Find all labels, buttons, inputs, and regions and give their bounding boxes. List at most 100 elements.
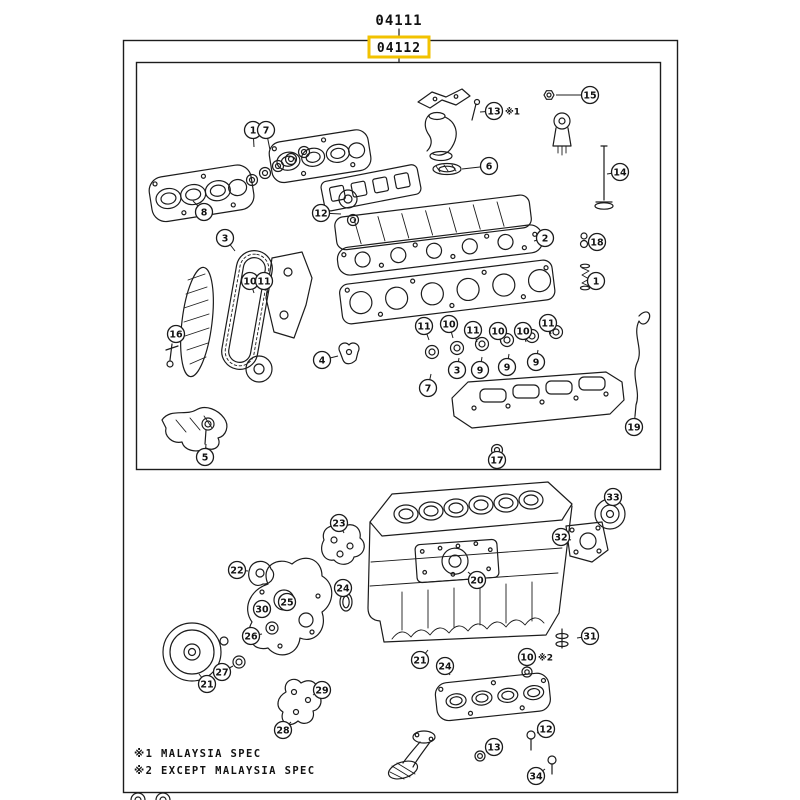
callout-11[interactable]: 11 [463, 320, 483, 343]
svg-text:11: 11 [417, 321, 430, 332]
svg-text:10: 10 [442, 319, 456, 330]
timing-chain-drawing [221, 250, 313, 383]
callout-10[interactable]: 10 [439, 314, 459, 339]
svg-text:7: 7 [263, 125, 270, 136]
callout-27[interactable]: 27 [212, 662, 234, 682]
callout-12[interactable]: 12 [536, 719, 556, 739]
callout-33[interactable]: 33 [603, 487, 623, 507]
highlight-box[interactable] [367, 35, 431, 59]
callout-31[interactable]: 31 [576, 626, 600, 646]
part-number-highlight-label[interactable]: 04112 [377, 41, 421, 56]
svg-text:10: 10 [516, 326, 530, 337]
oil-pump-gasket-drawing [277, 678, 322, 725]
svg-text:30: 30 [255, 604, 269, 615]
callout-23[interactable]: 23 [329, 513, 349, 534]
callout-28[interactable]: 28 [273, 720, 293, 740]
callout-18[interactable]: 18 [587, 232, 607, 252]
svg-text:19: 19 [627, 422, 640, 433]
svg-text:10: 10 [520, 652, 534, 663]
svg-text:10: 10 [491, 326, 505, 337]
callout-32[interactable]: 32 [551, 527, 572, 547]
callout-34[interactable]: 34 [526, 766, 546, 786]
svg-text:29: 29 [315, 685, 328, 696]
valve-cover-gasket-drawing [336, 224, 544, 276]
svg-text:21: 21 [200, 679, 213, 690]
manifold-gasket-2-drawing [268, 129, 372, 184]
svg-text:7: 7 [425, 383, 432, 394]
callout-15[interactable]: 15 [556, 85, 600, 105]
callout-2[interactable]: 2 [533, 228, 555, 248]
svg-text:26: 26 [244, 631, 258, 642]
callout-10[interactable]: 10 [488, 321, 508, 344]
clamp-drawing [338, 342, 360, 365]
round-gasket-drawing [248, 560, 275, 586]
callout-19[interactable]: 19 [624, 415, 644, 437]
svg-text:※2: ※2 [538, 653, 553, 664]
exhaust-gasket-lower-drawing [434, 672, 551, 722]
callout-21[interactable]: 21 [197, 673, 217, 694]
upper-diagram [148, 88, 651, 457]
lower-callouts-layer: 23333222253024262721282920212410※2311213… [197, 487, 623, 786]
lower-diagram [130, 481, 626, 800]
callout-11[interactable]: 11 [414, 316, 434, 341]
callout-8[interactable]: 8 [192, 200, 214, 222]
svg-text:11: 11 [541, 318, 554, 329]
callout-13[interactable]: 13※1 [479, 101, 520, 121]
svg-text:31: 31 [583, 631, 596, 642]
callout-1[interactable]: 1 [586, 271, 606, 291]
callout-3[interactable]: 3 [447, 357, 467, 380]
callout-21[interactable]: 21 [410, 649, 430, 670]
svg-text:33: 33 [606, 492, 619, 503]
callout-24[interactable]: 24 [333, 578, 353, 598]
svg-text:27: 27 [215, 667, 228, 678]
callout-12[interactable]: 12 [311, 203, 342, 223]
svg-text:13: 13 [487, 106, 500, 117]
callout-22[interactable]: 22 [227, 560, 249, 580]
callout-3[interactable]: 3 [215, 228, 236, 252]
callout-9[interactable]: 9 [526, 349, 546, 372]
valve-stem-seal-stack-drawing [245, 145, 311, 187]
callout-13[interactable]: 13 [484, 737, 504, 757]
callout-11[interactable]: 11 [254, 271, 274, 294]
svg-text:3: 3 [454, 365, 461, 376]
washer-bolt-parts-drawing [474, 628, 569, 775]
svg-text:22: 22 [230, 565, 243, 576]
svg-text:23: 23 [332, 518, 345, 529]
callout-16[interactable]: 16 [166, 324, 186, 344]
callout-24[interactable]: 24 [435, 656, 455, 676]
callout-25[interactable]: 25 [277, 592, 297, 612]
cutoff-parts-drawing [130, 792, 171, 800]
valve-keepers-spring-drawing [579, 232, 591, 291]
svg-text:24: 24 [438, 661, 452, 672]
sensor-and-nut-drawing [543, 90, 572, 156]
callout-9[interactable]: 9 [497, 353, 517, 377]
valve-cover-drawing [334, 189, 532, 251]
callout-10[interactable]: 10 [513, 321, 533, 343]
callout-5[interactable]: 5 [195, 443, 215, 467]
part-number-top[interactable]: 04111 [375, 13, 422, 29]
callout-14[interactable]: 14 [606, 162, 630, 182]
callout-29[interactable]: 29 [312, 680, 332, 700]
callout-10[interactable]: 10 ※2 [517, 647, 554, 668]
callout-7[interactable]: 7 [256, 120, 276, 151]
callout-30[interactable]: 30 [252, 599, 272, 619]
svg-text:1: 1 [250, 125, 257, 136]
callout-4[interactable]: 4 [312, 350, 339, 370]
svg-text:12: 12 [539, 724, 552, 735]
oil-dipstick-drawing [634, 311, 651, 417]
rear-main-seal-drawing [565, 498, 626, 563]
callout-9[interactable]: 9 [470, 356, 490, 380]
callout-11[interactable]: 11 [538, 313, 558, 335]
callout-20[interactable]: 20 [467, 570, 487, 590]
callout-26[interactable]: 26 [241, 626, 263, 646]
svg-text:11: 11 [466, 325, 479, 336]
mount-bracket-drawing [161, 406, 228, 452]
intake-manifold-drawing [451, 371, 625, 457]
callout-7[interactable]: 7 [418, 373, 438, 398]
svg-text:9: 9 [533, 357, 540, 368]
svg-text:24: 24 [336, 583, 350, 594]
callout-6[interactable]: 6 [461, 156, 499, 176]
callout-17[interactable]: 17 [487, 450, 507, 470]
